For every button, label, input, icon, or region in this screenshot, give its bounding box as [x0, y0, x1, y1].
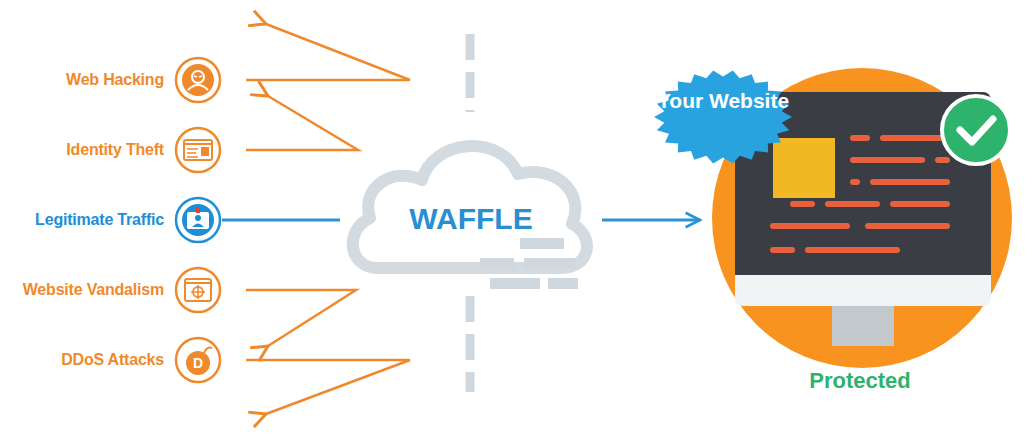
threat-icon [174, 126, 222, 174]
icon-letter: D [186, 355, 210, 371]
deflect-arrow [246, 360, 410, 414]
threat-label: Web Hacking [66, 71, 164, 89]
threat-icon [174, 196, 222, 244]
firewall-cloud: WAFFLE [340, 118, 602, 290]
burst-label: Your Website [652, 89, 794, 112]
burst-art [652, 68, 794, 166]
threat-item: Website Vandalism [23, 265, 222, 315]
traffic-connector [222, 219, 340, 222]
traffic-connector [602, 219, 700, 222]
cloud-label: WAFFLE [340, 204, 602, 234]
threat-label: Legitimate Traffic [35, 211, 164, 229]
threat-item: Identity Theft [66, 125, 222, 175]
monitor-label: Protected [700, 370, 1020, 392]
callout-burst: Your Website [652, 68, 794, 166]
threat-label: Website Vandalism [23, 281, 164, 299]
threat-icon [174, 266, 222, 314]
wall-line [466, 296, 475, 392]
deflect-arrow [246, 24, 410, 80]
deflect-arrow [246, 290, 356, 346]
threat-item: Legitimate Traffic [35, 195, 222, 245]
threat-item: Web Hacking [66, 55, 222, 105]
threat-icon [174, 56, 222, 104]
deflect-arrow [246, 96, 358, 150]
threat-label: DDoS Attacks [61, 351, 164, 369]
threat-label: Identity Theft [66, 141, 164, 159]
wall-line [466, 34, 475, 112]
